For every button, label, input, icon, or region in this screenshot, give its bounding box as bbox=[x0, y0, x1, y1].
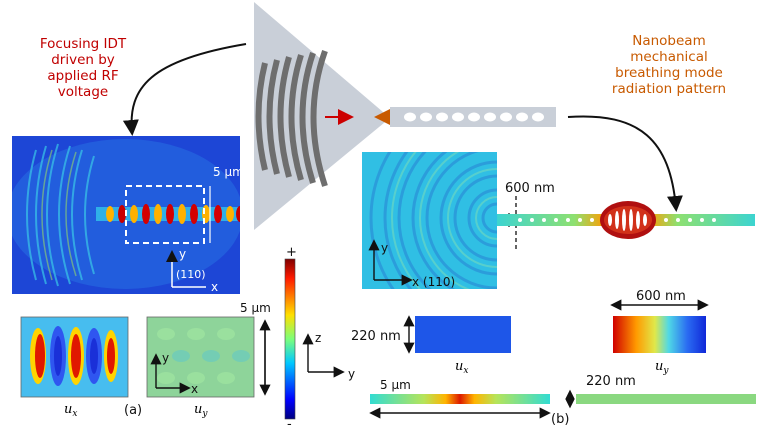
panel-b-letter: (b) bbox=[551, 412, 569, 427]
panel-a-uy-inset bbox=[146, 316, 255, 398]
panel-a-axes bbox=[166, 250, 206, 288]
colorbar bbox=[284, 258, 296, 420]
panel-a-letter: (a) bbox=[124, 403, 142, 418]
panel-a-axis-x: x bbox=[211, 280, 218, 294]
panel-a-inset-scale-label: 5 μm bbox=[240, 301, 271, 315]
panel-b-axes bbox=[368, 239, 413, 286]
panel-b-600nm-top-label: 600 nm bbox=[505, 181, 555, 196]
panel-a-focused-beam bbox=[96, 204, 240, 224]
idt-finger-6 bbox=[310, 50, 328, 187]
colorbar-axes bbox=[302, 333, 345, 378]
panel-a-scale-label: 5 μm bbox=[213, 165, 244, 179]
panel-b-nanobeam-mode bbox=[497, 201, 755, 239]
idt-pointer-arrow bbox=[122, 43, 247, 136]
panel-a-zoom-box bbox=[125, 185, 205, 244]
panel-a-uy-label: uy bbox=[194, 402, 208, 419]
panel-b-uy-cross-section bbox=[613, 316, 706, 353]
colorbar-axis-z: z bbox=[315, 331, 321, 345]
panel-b-uy-beam-strip bbox=[576, 394, 756, 404]
panel-a-axis-110: (110) bbox=[176, 268, 206, 281]
idt-finger-4 bbox=[288, 54, 304, 181]
colorbar-minus: - bbox=[287, 417, 292, 430]
nanobeam-pointer-arrow bbox=[567, 115, 683, 212]
nanobeam-caption: Nanobeam mechanical breathing mode radia… bbox=[594, 33, 744, 97]
panel-b-220nm-bottom-label: 220 nm bbox=[586, 374, 636, 389]
idt-caption: Focusing IDT driven by applied RF voltag… bbox=[23, 36, 143, 100]
idt-device-schematic bbox=[254, 2, 556, 230]
panel-a-ux-inset bbox=[20, 316, 129, 398]
panel-a-inset-axis-x: x bbox=[191, 382, 198, 396]
panel-a-ux-label: ux bbox=[64, 402, 77, 419]
nanobeam-caption-line-2: mechanical bbox=[630, 49, 708, 65]
panel-b-600nm-right-label: 600 nm bbox=[636, 289, 686, 304]
panel-b-5um-label: 5 μm bbox=[380, 378, 411, 392]
idt-finger-1 bbox=[255, 62, 268, 171]
nanobeam-caption-line-3: breathing mode bbox=[615, 65, 723, 81]
idt-finger-3 bbox=[277, 56, 292, 178]
panel-b-field-map bbox=[362, 152, 497, 289]
idt-caption-line-1: Focusing IDT bbox=[39, 36, 127, 52]
panel-a-inset-axis-y: y bbox=[162, 351, 169, 365]
nanobeam-holes bbox=[404, 112, 544, 122]
panel-b-ux-label: ux bbox=[455, 359, 468, 376]
colorbar-axis-y: y bbox=[348, 367, 355, 381]
nanobeam-caption-line-4: radiation pattern bbox=[611, 81, 727, 97]
idt-caption-line-3: applied RF bbox=[47, 68, 119, 84]
panel-a-axis-y: y bbox=[179, 247, 186, 261]
panel-b-uy-label: uy bbox=[655, 359, 669, 376]
idt-finger-5 bbox=[299, 52, 316, 184]
colorbar-plus: + bbox=[286, 245, 297, 260]
nanobeam-caption-line-1: Nanobeam bbox=[632, 33, 706, 49]
idt-caption-line-4: voltage bbox=[57, 84, 109, 100]
panel-b-axis-x: x (110) bbox=[412, 275, 455, 289]
panel-b-axis-y: y bbox=[381, 241, 388, 255]
idt-caption-line-2: driven by bbox=[51, 52, 115, 68]
idt-finger-2 bbox=[266, 59, 280, 175]
panel-b-ux-cross-section bbox=[415, 316, 511, 353]
panel-b-220nm-left-label: 220 nm bbox=[351, 329, 401, 344]
panel-b-ux-beam-strip bbox=[370, 394, 550, 404]
